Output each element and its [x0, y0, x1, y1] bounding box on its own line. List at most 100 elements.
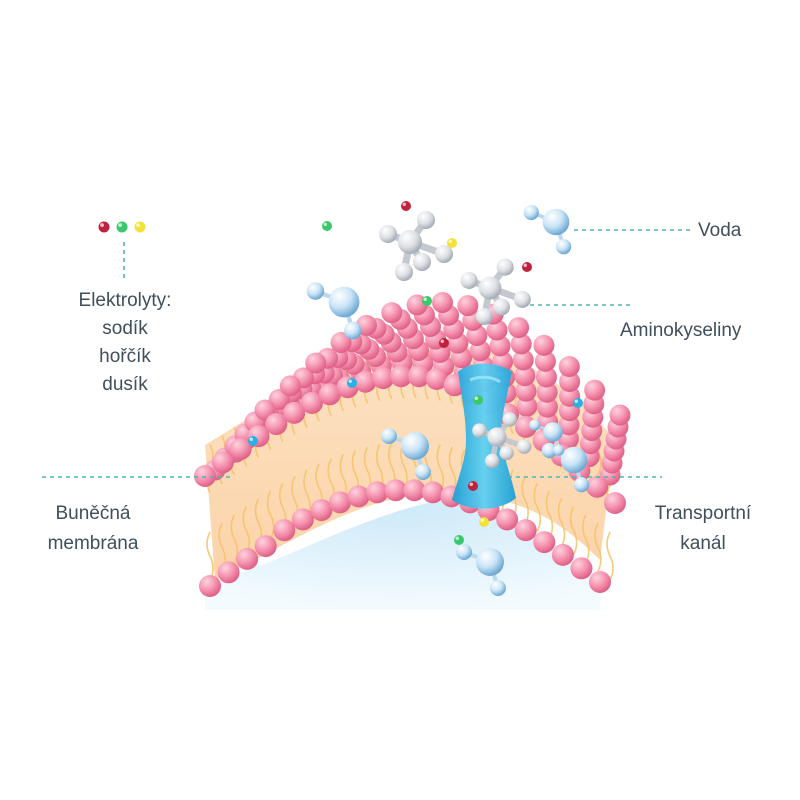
phospholipid-head: [330, 331, 352, 353]
phospholipid-head: [279, 375, 301, 397]
water-oxygen: [401, 432, 429, 460]
phospholipid-head: [211, 451, 234, 474]
phospholipid-head: [515, 380, 537, 402]
electrolyte-dot-body: [573, 398, 583, 408]
phospholipid-head: [516, 395, 538, 417]
electrolyte-dot: [573, 398, 583, 408]
amino-atom: [379, 225, 397, 243]
phospholipid-head: [217, 561, 240, 584]
water-molecule-icon: [306, 282, 362, 340]
water-oxygen: [543, 422, 563, 442]
phospholipid-head: [318, 383, 341, 406]
phospholipid-head: [536, 381, 558, 403]
magnesium-dot-shine: [118, 223, 122, 227]
amino-atom: [413, 253, 431, 271]
amino-atom: [435, 245, 453, 263]
water-hydrogen: [541, 442, 557, 459]
amino-acid-molecule-icon: [472, 412, 532, 469]
phospholipid-head: [305, 352, 327, 374]
electrolyte-dot-shine: [523, 263, 527, 267]
water-molecule-icon: [523, 204, 572, 255]
electrolytes-label: Elektrolyty: sodík hořčík dusík: [40, 289, 210, 397]
amino-atom: [496, 258, 514, 276]
amino-atom: [460, 271, 478, 289]
phospholipid-head: [514, 365, 536, 387]
molecules: [98, 201, 590, 596]
electrolyte-dot-shine: [323, 222, 327, 226]
magnesium-dot: [116, 221, 128, 233]
amino-atom: [485, 453, 500, 469]
channel-label: Transportní kanál: [628, 502, 778, 556]
water-hydrogen: [574, 477, 590, 493]
phospholipid-head: [390, 365, 413, 388]
phospholipid-head: [537, 396, 558, 418]
electrolyte-dot: [439, 338, 449, 348]
phospholipid-head: [384, 479, 407, 502]
electrolyte-dot-body: [248, 436, 258, 446]
phospholipid-head: [512, 349, 534, 371]
water-oxygen: [476, 548, 504, 576]
amino-atom: [502, 412, 517, 427]
phospholipid-head: [310, 499, 333, 522]
amino-acids-label: Aminokyseliny: [620, 320, 742, 341]
electrolyte-sodium: sodík: [102, 318, 148, 339]
water-oxygen: [542, 208, 570, 236]
channel-label-line1: Transportní: [654, 503, 752, 524]
electrolyte-dot: [479, 517, 489, 527]
magnesium-dot-body: [116, 221, 128, 233]
amino-atom: [492, 298, 510, 316]
electrolyte-dot: [347, 378, 357, 388]
sodium-dot: [98, 221, 110, 233]
water-hydrogen: [344, 321, 362, 340]
phospholipid-head: [347, 485, 370, 508]
phospholipid-head: [570, 557, 593, 580]
amino-atom: [478, 276, 502, 300]
amino-atom: [398, 230, 422, 254]
water-label: Voda: [698, 220, 742, 241]
phospholipid-head: [589, 571, 611, 593]
amino-atom: [417, 211, 435, 229]
amino-atom: [513, 290, 531, 308]
water-oxygen: [328, 286, 360, 318]
electrolyte-dot-shine: [423, 297, 427, 301]
phospholipid-head: [407, 365, 430, 388]
electrolyte-dot-body: [479, 517, 489, 527]
electrolyte-dot-body: [473, 395, 483, 405]
electrolyte-dot: [447, 238, 457, 248]
electrolyte-dot-body: [522, 262, 532, 272]
phospholipid-head: [291, 508, 314, 531]
water-molecule-icon: [381, 428, 431, 480]
phospholipid-head: [534, 350, 556, 372]
water-hydrogen: [523, 204, 539, 221]
amino-acid-molecule-icon: [379, 211, 453, 281]
phospholipid-head: [604, 492, 626, 514]
phospholipid-head: [486, 319, 508, 341]
electrolyte-dot-body: [322, 221, 332, 231]
water-hydrogen: [556, 239, 572, 255]
phospholipid-head: [457, 295, 479, 317]
sodium-dot-body: [98, 221, 110, 233]
membrane-label-line2: membrána: [47, 533, 139, 554]
electrolyte-dot-shine: [469, 482, 473, 486]
phospholipid-head: [381, 302, 403, 324]
water-oxygen: [560, 446, 588, 474]
electrolyte-dot-shine: [348, 379, 352, 383]
water-hydrogen: [553, 444, 565, 456]
phospholipid-head: [366, 481, 389, 504]
amino-acid-molecule-icon: [460, 258, 531, 326]
electrolyte-dot-body: [347, 378, 357, 388]
phospholipid-head: [510, 333, 532, 355]
water-molecule-icon: [529, 419, 565, 456]
phospholipid-head: [559, 371, 581, 393]
phospholipid-head: [584, 379, 606, 401]
nitrogen-dot: [134, 221, 146, 233]
phospholipid-head: [199, 575, 221, 597]
amino-atom: [499, 445, 514, 461]
electrolyte-dot-body: [439, 338, 449, 348]
electrolyte-dot-body: [401, 201, 411, 211]
electrolyte-dot-body: [454, 535, 464, 545]
phospholipid-head: [586, 475, 609, 498]
nitrogen-dot-body: [134, 221, 146, 233]
transport-channel-icon: [452, 363, 516, 509]
